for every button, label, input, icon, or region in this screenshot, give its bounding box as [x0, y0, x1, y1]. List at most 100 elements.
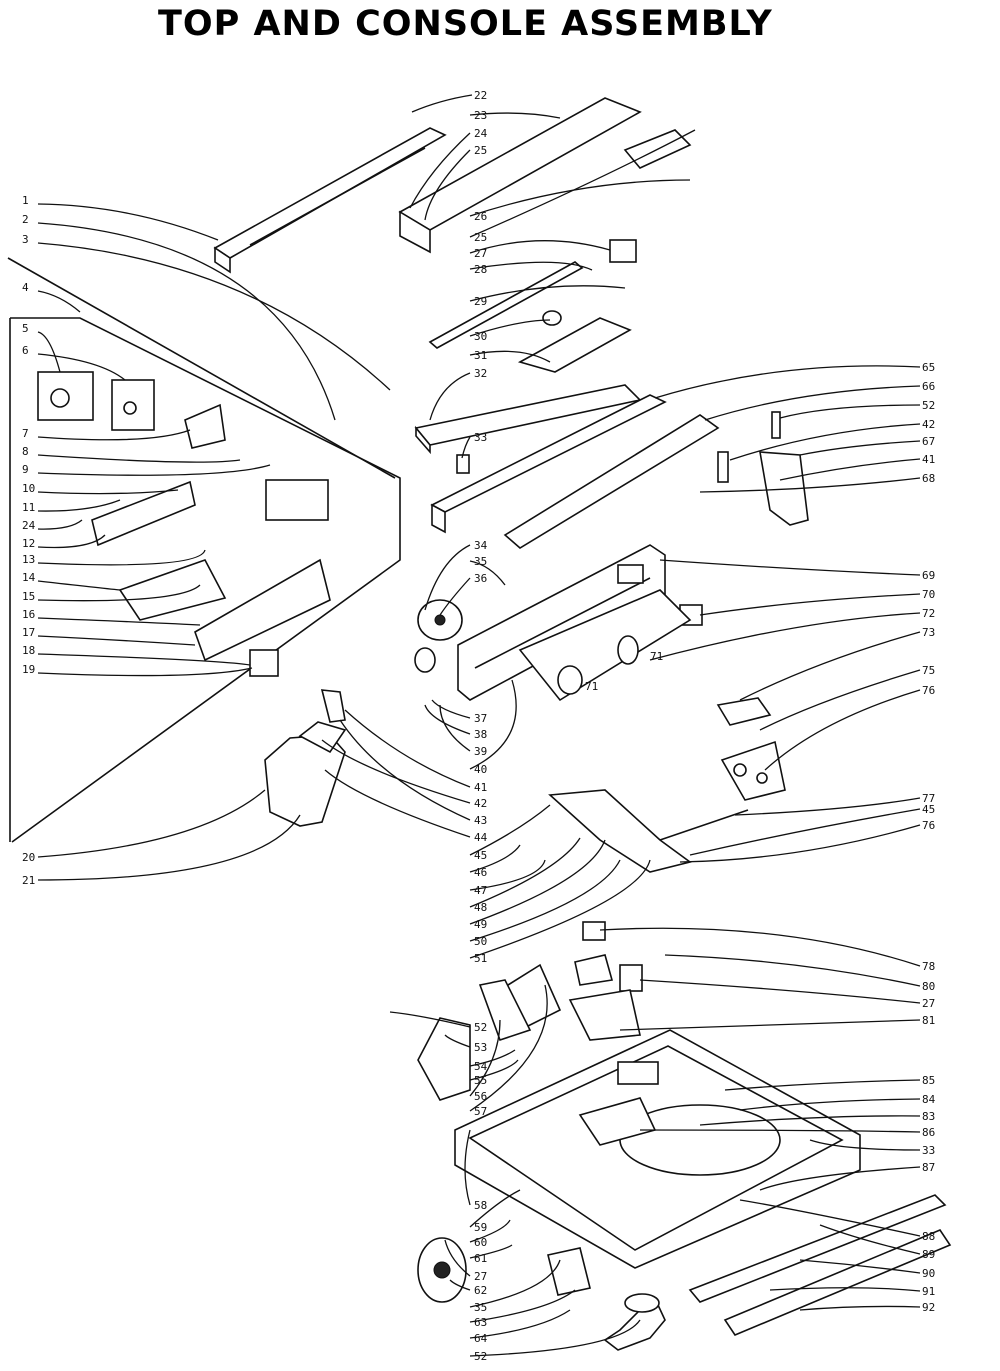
callout-33: 33 [474, 431, 487, 444]
block-right [265, 479, 329, 521]
callout-46: 46 [474, 866, 487, 879]
callout-36: 36 [474, 572, 487, 585]
callout-52: 52 [474, 1021, 487, 1034]
callout-34: 34 [474, 539, 488, 552]
callout-83: 83 [922, 1110, 935, 1123]
parts-art [7, 97, 952, 1351]
plate-14 [118, 559, 227, 621]
callout-8: 8 [22, 445, 29, 458]
callout-87: 87 [922, 1161, 935, 1174]
callout-27: 27 [922, 997, 935, 1010]
callout-6: 6 [22, 344, 29, 357]
callout-48: 48 [474, 901, 487, 914]
callout-80: 80 [922, 980, 935, 993]
block-19 [249, 649, 279, 677]
callout-76: 76 [922, 819, 935, 832]
callout-23: 23 [474, 109, 487, 122]
callout-18: 18 [22, 644, 35, 657]
callout-33: 33 [922, 1144, 935, 1157]
rail-90 [688, 1194, 947, 1303]
callout-31: 31 [474, 349, 487, 362]
callout-50: 50 [474, 935, 487, 948]
callout-32: 32 [474, 367, 487, 380]
callout-91: 91 [922, 1285, 935, 1298]
callout-30: 30 [474, 330, 487, 343]
callout-3: 3 [22, 233, 29, 246]
callout-72: 72 [922, 607, 935, 620]
callout-89: 89 [922, 1248, 935, 1261]
callout-59: 59 [474, 1221, 487, 1234]
callout-71: 71 [650, 650, 663, 663]
diagram-title: TOP AND CONSOLE ASSEMBLY [158, 4, 773, 44]
callout-44: 44 [474, 831, 488, 844]
callout-51: 51 [474, 952, 487, 965]
callout-55: 55 [474, 1074, 487, 1087]
top-cover-part [398, 97, 642, 231]
callout-12: 12 [22, 537, 35, 550]
callout-40: 40 [474, 763, 487, 776]
nozzle-52 [603, 1304, 666, 1351]
callout-15: 15 [22, 590, 35, 603]
callout-61: 61 [474, 1252, 487, 1265]
rail-66 [503, 414, 720, 549]
callout-71: 71 [585, 680, 598, 693]
callout-29: 29 [474, 295, 487, 308]
callout-35: 35 [474, 1301, 487, 1314]
rail-16 [194, 558, 331, 662]
callout-81: 81 [922, 1014, 935, 1027]
callout-24: 24 [22, 519, 36, 532]
callout-57: 57 [474, 1105, 487, 1118]
callout-53: 53 [474, 1041, 487, 1054]
callout-66: 66 [922, 380, 935, 393]
callout-41: 41 [474, 781, 487, 794]
callout-58: 58 [474, 1199, 487, 1212]
callout-63: 63 [474, 1316, 487, 1329]
callout-27: 27 [474, 1270, 487, 1283]
motor-52 [417, 1017, 471, 1101]
callout-73: 73 [922, 626, 935, 639]
callout-69: 69 [922, 569, 935, 582]
callout-38: 38 [474, 728, 487, 741]
callout-84: 84 [922, 1093, 936, 1106]
bar-10 [91, 480, 196, 547]
callout-60: 60 [474, 1236, 487, 1249]
callout-28: 28 [474, 263, 487, 276]
leader-lines [37, 94, 921, 1357]
callout-25: 25 [474, 231, 487, 244]
callout-37: 37 [474, 712, 487, 725]
callout-9: 9 [22, 463, 29, 476]
callout-7: 7 [22, 427, 29, 440]
callout-62: 62 [474, 1284, 487, 1297]
callout-5: 5 [22, 322, 29, 335]
plate-75 [720, 740, 786, 801]
lever-7 [184, 403, 226, 449]
callout-77: 77 [922, 792, 935, 805]
callout-76: 76 [922, 684, 935, 697]
callout-numbers: 1234567891011241213141516171819202122232… [22, 89, 936, 1363]
callout-25: 25 [474, 144, 487, 157]
cover-20 [264, 734, 346, 827]
callout-24: 24 [474, 127, 488, 140]
callout-21: 21 [22, 874, 35, 887]
callout-26: 26 [474, 210, 487, 223]
callout-42: 42 [922, 418, 935, 431]
callout-43: 43 [474, 814, 487, 827]
callout-16: 16 [22, 608, 35, 621]
callout-54: 54 [474, 1060, 488, 1073]
callout-14: 14 [22, 571, 36, 584]
callout-22: 22 [474, 89, 487, 102]
callout-20: 20 [22, 851, 35, 864]
bracket-73 [716, 697, 772, 726]
rail-92 [723, 1229, 952, 1336]
base-tray [454, 1029, 861, 1269]
callout-2: 2 [22, 213, 29, 226]
callout-52: 52 [922, 399, 935, 412]
callout-45: 45 [922, 803, 935, 816]
callout-19: 19 [22, 663, 35, 676]
callout-35: 35 [474, 555, 487, 568]
callout-4: 4 [22, 281, 29, 294]
callout-92: 92 [922, 1301, 935, 1314]
callout-49: 49 [474, 918, 487, 931]
callout-70: 70 [922, 588, 935, 601]
